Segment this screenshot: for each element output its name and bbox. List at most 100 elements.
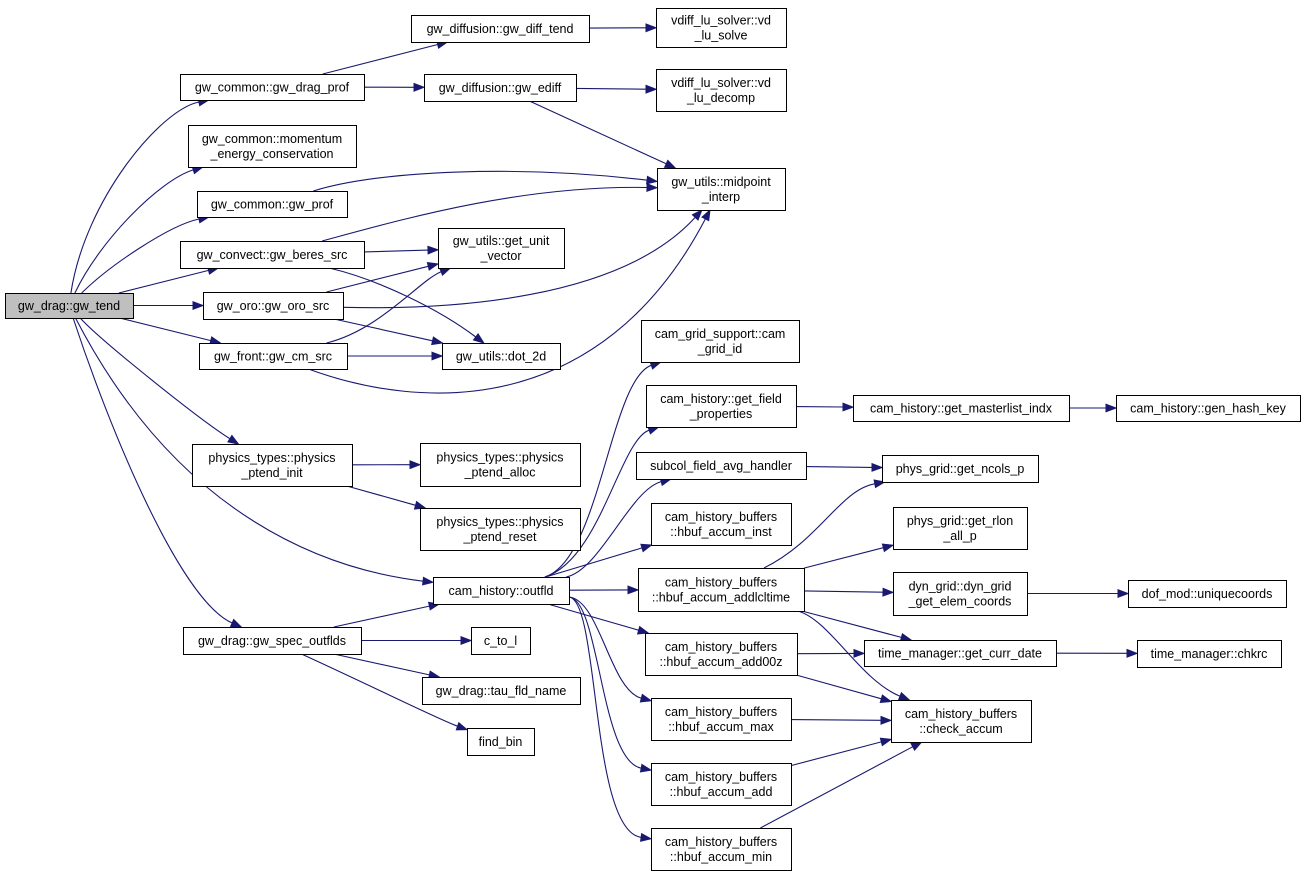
node-hbuf-accum-inst[interactable]: cam_history_buffers::hbuf_accum_inst — [651, 503, 792, 546]
node-gen-hash-key[interactable]: cam_history::gen_hash_key — [1116, 395, 1301, 422]
node-dyn-grid-coords[interactable]: dyn_grid::dyn_grid_get_elem_coords — [893, 572, 1028, 616]
edge-gw_tend-to-ptend_init — [79, 317, 231, 440]
node-vd-lu-decomp[interactable]: vdiff_lu_solver::vd_lu_decomp — [656, 69, 787, 112]
edge-outfld-to-hbuf_accum_max — [568, 596, 642, 699]
node-ptend-reset[interactable]: physics_types::physics_ptend_reset — [420, 508, 581, 551]
node-gw-drag-prof[interactable]: gw_common::gw_drag_prof — [180, 74, 365, 101]
node-box — [420, 443, 581, 487]
node-hbuf-accum-add[interactable]: cam_history_buffers::hbuf_accum_add — [651, 763, 792, 806]
node-box — [471, 627, 531, 655]
node-vd-lu-solve[interactable]: vdiff_lu_solver::vd_lu_solve — [656, 8, 787, 48]
node-box — [183, 627, 362, 655]
node-get-rlon-all-p[interactable]: phys_grid::get_rlon_all_p — [893, 507, 1028, 550]
node-label: _ptend_reset — [463, 530, 538, 544]
node-label: cam_history_buffers — [665, 576, 777, 590]
arrowhead-outfld-to-hbuf_accum_add00z — [636, 625, 650, 635]
arrowhead-gw_ediff-to-midpoint_interp — [663, 159, 677, 169]
node-label: _ptend_alloc — [464, 466, 536, 480]
node-find-bin[interactable]: find_bin — [467, 728, 535, 756]
node-label: ::hbuf_accum_addlcltime — [652, 591, 790, 605]
node-box — [197, 191, 348, 218]
arrowhead-hbuf_accum_addlcltime-to-get_rlon_all_p — [881, 543, 895, 553]
node-label: cam_history_buffers — [905, 707, 1017, 721]
node-gw-cm-src[interactable]: gw_front::gw_cm_src — [199, 343, 348, 370]
node-box — [180, 74, 365, 101]
node-chkrc[interactable]: time_manager::chkrc — [1137, 640, 1282, 668]
arrowhead-gw_prof-to-midpoint_interp — [646, 175, 659, 185]
node-gw-prof[interactable]: gw_common::gw_prof — [197, 191, 348, 218]
node-box — [645, 633, 798, 676]
node-get-masterlist-indx[interactable]: cam_history::get_masterlist_indx — [853, 395, 1070, 422]
node-label: phys_grid::get_ncols_p — [896, 462, 1025, 476]
node-gw-diff-tend[interactable]: gw_diffusion::gw_diff_tend — [411, 15, 590, 43]
node-hbuf-accum-max[interactable]: cam_history_buffers::hbuf_accum_max — [651, 698, 792, 741]
node-label: gw_oro::gw_oro_src — [217, 299, 330, 313]
edge-gw_cm_src-to-midpoint_interp — [308, 218, 706, 394]
arrowhead-hbuf_accum_min-to-check_accum — [910, 741, 923, 751]
node-gw-tend[interactable]: gw_drag::gw_tend — [5, 293, 134, 319]
edge-hbuf_accum_addlcltime-to-get_ncols_p — [763, 483, 875, 569]
edge-outfld-to-hbuf_accum_add — [568, 596, 642, 769]
node-label: gw_utils::dot_2d — [456, 350, 546, 364]
node-label: _energy_conservation — [210, 147, 334, 161]
node-tau-fld-name[interactable]: gw_drag::tau_fld_name — [422, 677, 581, 705]
node-cam-grid-id[interactable]: cam_grid_support::cam_grid_id — [641, 320, 800, 363]
node-hbuf-accum-add00z[interactable]: cam_history_buffers::hbuf_accum_add00z — [645, 633, 798, 676]
node-box — [893, 507, 1028, 550]
edge-hbuf_accum_max-to-check_accum — [790, 719, 882, 721]
node-check-accum[interactable]: cam_history_buffers::check_accum — [891, 700, 1032, 743]
edge-outfld-to-cam_grid_id — [544, 364, 652, 578]
node-gw-ediff[interactable]: gw_diffusion::gw_ediff — [424, 74, 577, 102]
node-dot-2d[interactable]: gw_utils::dot_2d — [442, 343, 561, 370]
edge-hbuf_accum_min-to-check_accum — [760, 746, 914, 829]
node-box — [651, 503, 792, 546]
node-box — [188, 125, 357, 168]
node-momentum[interactable]: gw_common::momentum_energy_conservation — [188, 125, 357, 168]
node-hbuf-accum-min[interactable]: cam_history_buffers::hbuf_accum_min — [651, 828, 792, 871]
node-label: time_manager::get_curr_date — [878, 647, 1042, 661]
arrowhead-hbuf_accum_addlcltime-to-check_accum — [897, 691, 911, 701]
node-get-field-properties[interactable]: cam_history::get_field_properties — [646, 385, 797, 428]
node-hbuf-accum-addlcltime[interactable]: cam_history_buffers::hbuf_accum_addlclti… — [638, 568, 805, 612]
node-label: ::hbuf_accum_add00z — [659, 655, 782, 669]
node-ptend-init[interactable]: physics_types::physics_ptend_init — [192, 444, 353, 487]
node-get-unit-vector[interactable]: gw_utils::get_unit_vector — [438, 228, 565, 269]
edge-gw_oro_src-to-midpoint_interp — [342, 217, 696, 309]
node-box — [438, 228, 565, 269]
node-label: gw_drag::gw_tend — [18, 299, 120, 313]
arrowhead-gw_oro_src-to-dot_2d — [431, 336, 444, 346]
node-label: cam_grid_support::cam — [655, 327, 786, 341]
node-label: gw_common::gw_prof — [211, 198, 334, 212]
node-c-to-l[interactable]: c_to_l — [471, 627, 531, 655]
node-box — [641, 320, 800, 363]
node-label: vdiff_lu_solver::vd — [671, 76, 771, 90]
arrowhead-outfld-to-hbuf_accum_add — [639, 763, 653, 773]
edge-gw_tend-to-gw_prof — [81, 218, 200, 294]
node-label: find_bin — [479, 735, 523, 749]
node-outfld[interactable]: cam_history::outfld — [433, 577, 570, 605]
edge-hbuf_accum_add-to-check_accum — [790, 741, 882, 767]
node-box — [656, 69, 787, 112]
arrowhead-hbuf_accum_max-to-check_accum — [880, 715, 893, 725]
node-label: time_manager::chkrc — [1151, 647, 1268, 661]
node-gw-beres-src[interactable]: gw_convect::gw_beres_src — [180, 241, 365, 269]
node-subcol-handler[interactable]: subcol_field_avg_handler — [636, 452, 807, 480]
node-get-ncols-p[interactable]: phys_grid::get_ncols_p — [882, 455, 1039, 483]
node-gw-oro-src[interactable]: gw_oro::gw_oro_src — [203, 292, 344, 320]
node-uniquecoords[interactable]: dof_mod::uniquecoords — [1128, 580, 1287, 608]
node-label: _all_p — [942, 529, 976, 543]
arrowhead-get_curr_date-to-chkrc — [1126, 648, 1139, 658]
edge-gw_beres_src-to-get_unit_vector — [363, 249, 429, 253]
node-label: vdiff_lu_solver::vd — [671, 14, 771, 28]
node-ptend-alloc[interactable]: physics_types::physics_ptend_alloc — [420, 443, 581, 487]
node-label: phys_grid::get_rlon — [907, 514, 1013, 528]
node-label: _ptend_init — [240, 466, 303, 480]
node-label: _lu_decomp — [686, 91, 755, 105]
node-box — [199, 343, 348, 370]
node-box — [433, 577, 570, 605]
node-label: gw_drag::tau_fld_name — [436, 684, 567, 698]
node-box — [442, 343, 561, 370]
node-gw-spec-outflds[interactable]: gw_drag::gw_spec_outflds — [183, 627, 362, 655]
node-get-curr-date[interactable]: time_manager::get_curr_date — [864, 640, 1057, 667]
node-midpoint-interp[interactable]: gw_utils::midpoint_interp — [657, 168, 786, 211]
